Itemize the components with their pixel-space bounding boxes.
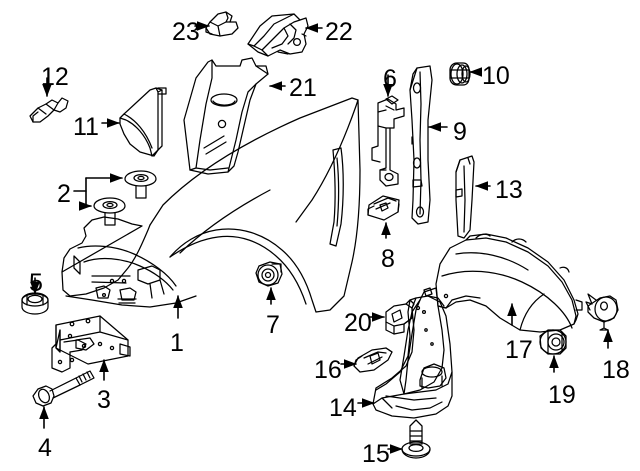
callout-label-10[interactable]: 10 bbox=[482, 62, 510, 90]
part-square-retainer-clip bbox=[385, 299, 415, 335]
part-fender-panel bbox=[61, 97, 361, 313]
callout-label-4[interactable]: 4 bbox=[38, 434, 52, 462]
part-fender-corner-trim bbox=[119, 87, 167, 157]
callout-label-13[interactable]: 13 bbox=[495, 176, 523, 204]
part-tapping-screw bbox=[401, 419, 431, 459]
callout-label-1[interactable]: 1 bbox=[170, 329, 184, 357]
part-fender-support-bracket bbox=[371, 95, 405, 187]
callout-label-19[interactable]: 19 bbox=[548, 381, 576, 409]
part-spring-nut-clip bbox=[353, 347, 393, 373]
part-grommet bbox=[255, 261, 283, 287]
part-fender-mounting-bracket bbox=[51, 315, 131, 373]
callout-label-23[interactable]: 23 bbox=[172, 18, 200, 46]
callout-label-7[interactable]: 7 bbox=[266, 311, 280, 339]
callout-label-14[interactable]: 14 bbox=[329, 394, 357, 422]
callout-label-2[interactable]: 2 bbox=[57, 180, 71, 208]
callout-label-16[interactable]: 16 bbox=[314, 356, 342, 384]
callout-label-11[interactable]: 11 bbox=[73, 113, 99, 141]
callout-label-21[interactable]: 21 bbox=[289, 74, 317, 102]
part-pillar-trim-panel bbox=[183, 57, 269, 175]
callout-label-17[interactable]: 17 bbox=[505, 336, 533, 364]
part-stepped-bushing bbox=[449, 62, 471, 86]
callout-label-18[interactable]: 18 bbox=[602, 356, 630, 384]
part-u-nut-clip bbox=[367, 195, 400, 221]
part-wheelhouse-liner bbox=[435, 233, 583, 333]
leader-lines bbox=[30, 21, 613, 454]
callout-label-15[interactable]: 15 bbox=[362, 440, 390, 468]
part-fender-rail bbox=[409, 65, 433, 225]
callout-label-3[interactable]: 3 bbox=[97, 386, 111, 414]
callout-label-5[interactable]: 5 bbox=[29, 269, 43, 297]
part-round-grommet bbox=[539, 329, 567, 355]
part-push-pin-clip-pair bbox=[93, 170, 157, 226]
callout-label-20[interactable]: 20 bbox=[344, 309, 372, 337]
callout-label-9[interactable]: 9 bbox=[453, 118, 467, 146]
part-side-trim-strip bbox=[455, 155, 475, 239]
part-angled-retainer-clip bbox=[29, 97, 69, 123]
part-upper-corner-bracket bbox=[247, 13, 309, 57]
callout-label-12[interactable]: 12 bbox=[41, 63, 69, 91]
callout-label-6[interactable]: 6 bbox=[383, 65, 397, 93]
part-hex-flange-bolt bbox=[32, 370, 95, 407]
part-cone-push-rivet bbox=[585, 293, 619, 331]
callout-label-8[interactable]: 8 bbox=[381, 245, 395, 273]
part-small-retainer-clip bbox=[205, 11, 239, 37]
callout-label-22[interactable]: 22 bbox=[325, 18, 353, 46]
part-wheelhouse-liner-wing bbox=[399, 287, 445, 395]
part-splash-shield-lower bbox=[372, 295, 453, 419]
